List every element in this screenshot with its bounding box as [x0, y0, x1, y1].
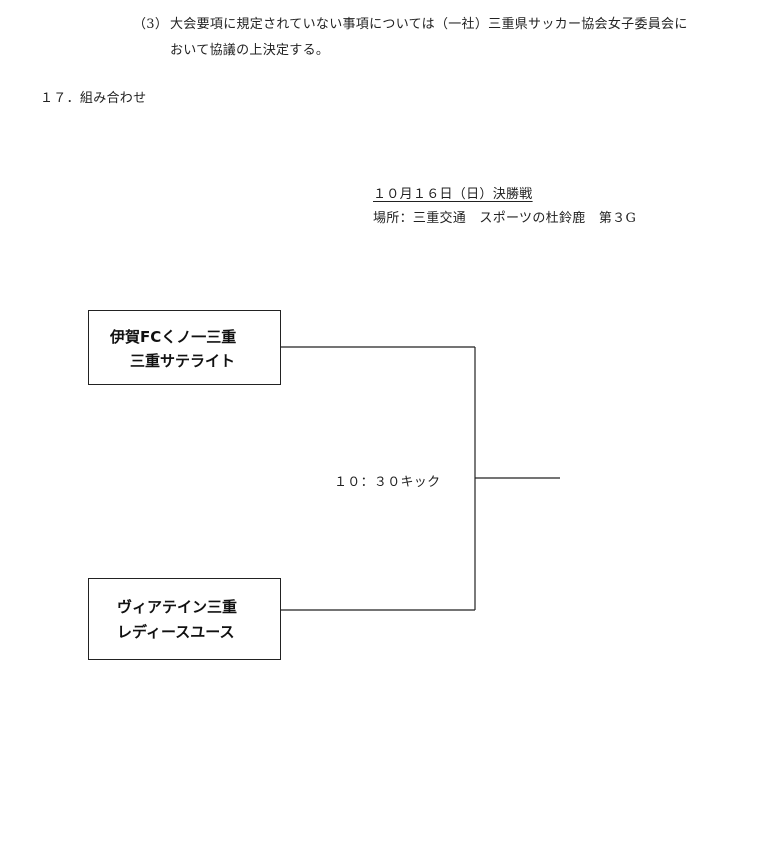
team-2-name-line-1: ヴィアテイン三重 [117, 598, 238, 616]
section-title: １７．組み合わせ [40, 91, 147, 106]
clause-text-line-2: おいて協議の上決定する。 [170, 43, 330, 58]
kickoff-time: １０：３０キック [334, 475, 441, 490]
team-1-name-line-1: 伊賀FCくノ一三重 [110, 328, 237, 346]
final-date-label: １０月１６日（日）決勝戦 [373, 187, 533, 202]
clause-text-line-1: 大会要項に規定されていない事項については（一社）三重県サッカー協会女子委員会に [170, 17, 688, 32]
final-venue: 場所：三重交通 スポーツの杜鈴鹿 第３G [373, 211, 637, 226]
team-box-1: 伊賀FCくノ一三重 三重サテライト [88, 310, 281, 385]
clause-number: （3） [133, 17, 169, 32]
team-2-name-line-2: レディースユース [117, 623, 235, 641]
team-box-2: ヴィアテイン三重 レディースユース [88, 578, 281, 660]
team-1-name-line-2: 三重サテライト [130, 352, 236, 370]
